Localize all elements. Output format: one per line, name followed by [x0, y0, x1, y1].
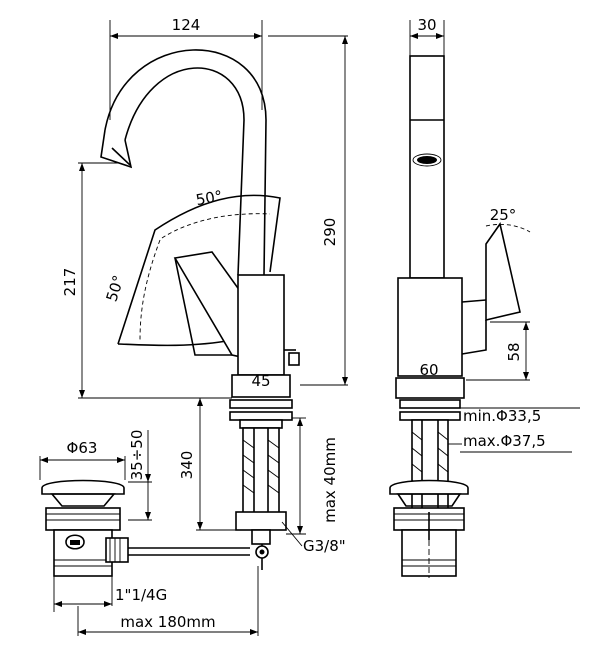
dim-spout-height: 217: [61, 268, 79, 297]
dim-hole-min: min.Φ33,5: [463, 407, 541, 425]
dim-body-height: 58: [505, 342, 523, 361]
dim-swivel-left: 50°: [103, 273, 128, 304]
dim-side-width: 30: [417, 16, 436, 34]
mounting-shank: [229, 399, 293, 556]
dim-lever-tilt: 25°: [490, 206, 517, 224]
dim-max-reach: max 180mm: [120, 613, 215, 631]
faucet-body: 45: [231, 274, 300, 398]
dim-waste-thread: 1"1/4G: [115, 586, 167, 604]
dim-hole-max: max.Φ37,5: [463, 432, 546, 450]
dim-top-width: 124: [172, 16, 201, 34]
dim-max-thickness: max 40mm: [321, 437, 339, 523]
dim-base-diameter: 45: [251, 372, 270, 390]
faucet-spout: [100, 49, 267, 276]
dim-waste-height: 35÷50: [128, 430, 146, 481]
side-view: 30 25° 60 58 min.Φ33,5 max.Φ37,5: [389, 16, 580, 578]
dim-body-depth: 60: [419, 361, 438, 379]
front-view: 124 50° 50° 45: [61, 16, 348, 556]
dim-swivel-top: 50°: [194, 187, 223, 209]
label-thread: G3/8": [303, 537, 346, 555]
dim-shank-length: 340: [178, 451, 196, 480]
dim-total-height: 290: [321, 218, 339, 247]
waste-assembly: Φ63 35÷50 1"1/4G: [39, 430, 269, 636]
dim-waste-diameter: Φ63: [67, 439, 98, 457]
